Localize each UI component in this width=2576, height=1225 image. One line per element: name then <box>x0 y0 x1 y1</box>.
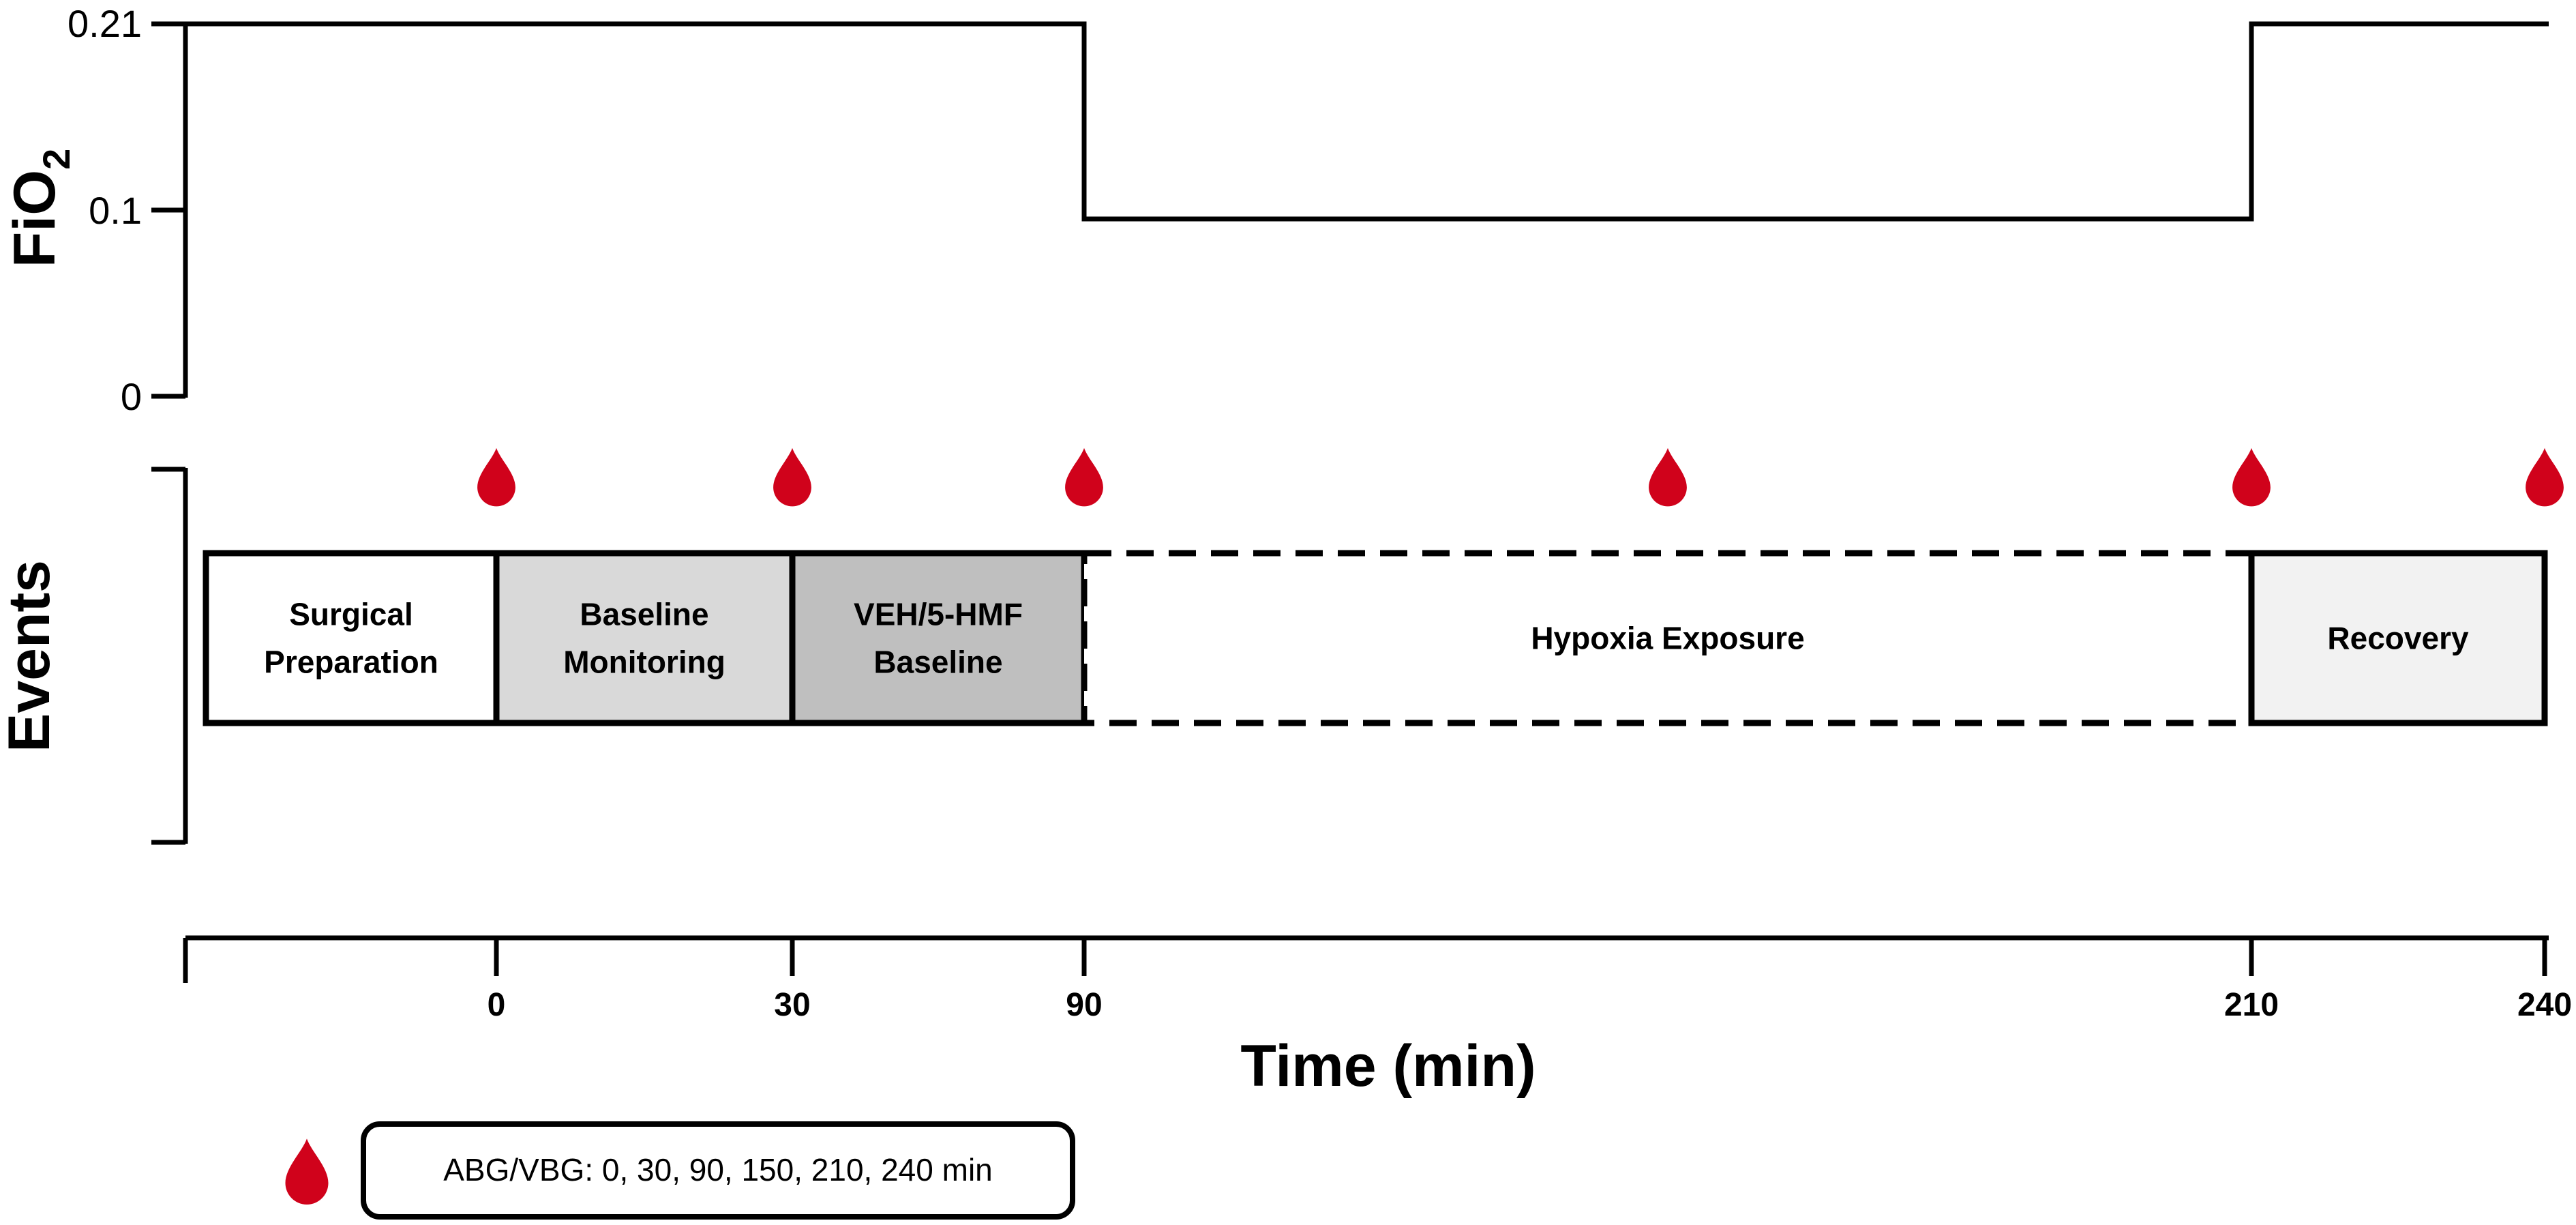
phase-label: VEH/5-HMF <box>854 597 1023 632</box>
phase-label: Hypoxia Exposure <box>1531 621 1804 656</box>
phase-label: Surgical <box>289 597 413 632</box>
fio2-axis-title: FiO2 <box>2 149 78 267</box>
legend-box <box>361 1121 1075 1220</box>
blood-drop-icon <box>2526 447 2564 507</box>
time-axis-tick-label: 210 <box>2224 987 2279 1023</box>
time-axis-ticks: 0 30 90 210 240 <box>488 938 2572 1023</box>
phase-box-rect <box>203 550 500 726</box>
events-axis-title: Events <box>0 560 62 752</box>
legend: ABG/VBG: 0, 30, 90, 150, 210, 240 min <box>285 1121 1075 1220</box>
phase-label: Baseline <box>873 645 1002 680</box>
fio2-tick-label: 0 <box>121 375 142 418</box>
fio2-tick-label: 0.1 <box>89 189 142 232</box>
phase-box: Recovery <box>2248 550 2548 726</box>
phase-box-rect <box>493 550 796 726</box>
time-axis: 0 30 90 210 240 Time (min) <box>183 935 2572 1099</box>
phase-box: VEH/5-HMF Baseline <box>789 550 1088 726</box>
time-axis-tick-label: 30 <box>774 987 810 1023</box>
phase-boxes: SurgicalPreparationBaselineMonitoringVEH… <box>203 550 2548 726</box>
phase-box-rect <box>789 550 1088 726</box>
legend-text: ABG/VBG: 0, 30, 90, 150, 210, 240 min <box>443 1152 993 1187</box>
fio2-title-subscript: 2 <box>35 149 78 170</box>
phase-label: Recovery <box>2327 621 2469 656</box>
time-axis-tick-label: 90 <box>1066 987 1102 1023</box>
fio2-title-main: FiO <box>2 170 68 267</box>
phase-box-rect <box>1081 550 2255 726</box>
phase-label: Baseline <box>580 597 708 632</box>
blood-drop-icon <box>477 447 515 507</box>
blood-drop-icon <box>1065 447 1103 507</box>
time-axis-tick-label: 0 <box>488 987 506 1023</box>
phase-label: Preparation <box>264 645 438 680</box>
fio2-series-line <box>185 21 2549 222</box>
blood-drop-icon <box>773 447 811 507</box>
time-axis-title: Time (min) <box>1240 1033 1536 1099</box>
phase-box: Hypoxia Exposure <box>1081 550 2255 726</box>
events-panel: Events SurgicalPreparationBaselineMonito… <box>0 447 2564 845</box>
phase-label: Monitoring <box>563 645 725 680</box>
fio2-tick-label: 0.21 <box>68 2 142 45</box>
fio2-panel: FiO2 0.21 0.1 0 <box>2 2 2549 418</box>
blood-drop-icon <box>285 1138 329 1205</box>
blood-drop-icon <box>1649 447 1687 507</box>
blood-draw-markers <box>477 447 2564 507</box>
phase-box-rect <box>2248 550 2548 726</box>
blood-drop-icon <box>2232 447 2271 507</box>
time-axis-tick-label: 240 <box>2517 987 2572 1023</box>
